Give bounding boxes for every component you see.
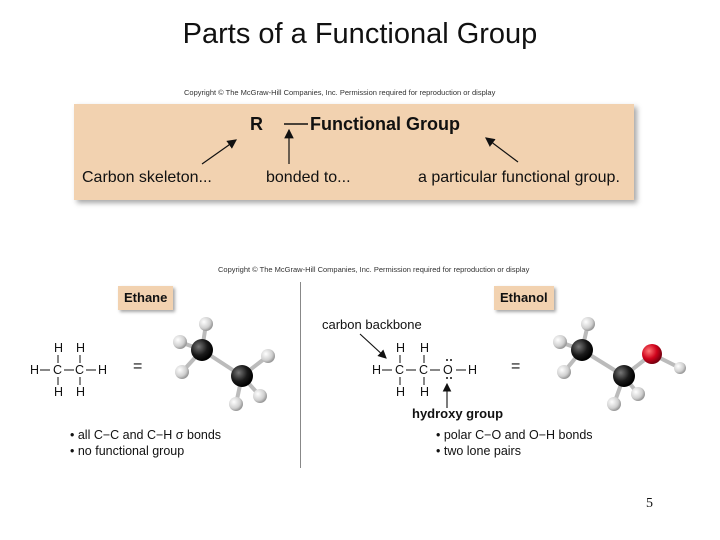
carbon-atom (191, 339, 213, 361)
svg-text:C: C (75, 363, 84, 377)
svg-text:O: O (443, 363, 453, 377)
ethane-bullet: • all C−C and C−H σ bonds (70, 428, 222, 442)
ethane-equals: = (133, 358, 143, 375)
panel-divider (300, 282, 301, 468)
svg-text:H: H (76, 385, 85, 399)
oxygen-atom (642, 344, 662, 364)
hydrogen-atom (199, 317, 213, 331)
slide-title: Parts of a Functional Group (182, 18, 538, 50)
bonded-to-label: bonded to... (266, 169, 351, 186)
svg-text:H: H (98, 363, 107, 377)
r-label: R (250, 114, 263, 134)
hydrogen-atom (607, 397, 621, 411)
svg-text:H: H (54, 341, 63, 355)
svg-text:C: C (53, 363, 62, 377)
svg-text:H: H (420, 385, 429, 399)
carbon-atom (231, 365, 253, 387)
ethanol-bullet-list: • polar C−O and O−H bonds • two lone pai… (436, 427, 593, 459)
hydrogen-atom (557, 365, 571, 379)
hydrogen-atom (631, 387, 645, 401)
svg-text:H: H (420, 341, 429, 355)
svg-text:H: H (30, 363, 39, 377)
particular-group-label: a particular functional group. (418, 169, 620, 186)
hydrogen-atom (253, 389, 267, 403)
svg-text:H: H (396, 385, 405, 399)
hydrogen-atom (229, 397, 243, 411)
group-arrow (485, 137, 519, 163)
hydroxy-group-label: hydroxy group (412, 406, 504, 421)
ethanol-bullet: • polar C−O and O−H bonds (436, 428, 593, 442)
hydrogen-atom (553, 335, 567, 349)
svg-text:H: H (468, 363, 477, 377)
copyright-notice-top: Copyright © The McGraw-Hill Companies, I… (184, 88, 496, 97)
ethanol-equals: = (511, 358, 521, 375)
ethanol-bullet: • two lone pairs (436, 444, 521, 458)
ethane-ball-and-stick-model (173, 317, 275, 411)
carbon-atom (613, 365, 635, 387)
functional-group-arrows (201, 123, 519, 165)
backbone-arrow (359, 333, 387, 359)
functional-group-panel: R Functional Group Carbon skeleton... bo… (74, 104, 634, 200)
hydrogen-atom (173, 335, 187, 349)
skeleton-arrow (201, 139, 237, 165)
hydrogen-atom (175, 365, 189, 379)
carbon-skeleton-label: Carbon skeleton... (82, 169, 212, 186)
svg-text:C: C (395, 363, 404, 377)
carbon-backbone-label: carbon backbone (322, 317, 422, 332)
ethanol-structural-formula: H H H C C O H H H (359, 333, 477, 408)
svg-text:H: H (76, 341, 85, 355)
carbon-atom (571, 339, 593, 361)
svg-text:H: H (372, 363, 381, 377)
ethanol-label: Ethanol (494, 286, 554, 310)
ethanol-ball-and-stick-model (553, 317, 686, 411)
svg-text:H: H (396, 341, 405, 355)
copyright-notice-bottom: Copyright © The McGraw-Hill Companies, I… (218, 265, 530, 274)
functional-group-label: Functional Group (310, 114, 460, 134)
svg-text:C: C (419, 363, 428, 377)
hydrogen-atom (674, 362, 686, 374)
hydrogen-atom (581, 317, 595, 331)
svg-text:H: H (54, 385, 63, 399)
hydrogen-atom (261, 349, 275, 363)
ethane-bullet-list: • all C−C and C−H σ bonds • no functiona… (70, 427, 221, 459)
page-number: 5 (646, 496, 653, 511)
ethane-structural-formula: H H H C C H H H (30, 341, 107, 399)
ethane-label: Ethane (118, 286, 174, 310)
ethane-bullet: • no functional group (70, 444, 185, 458)
